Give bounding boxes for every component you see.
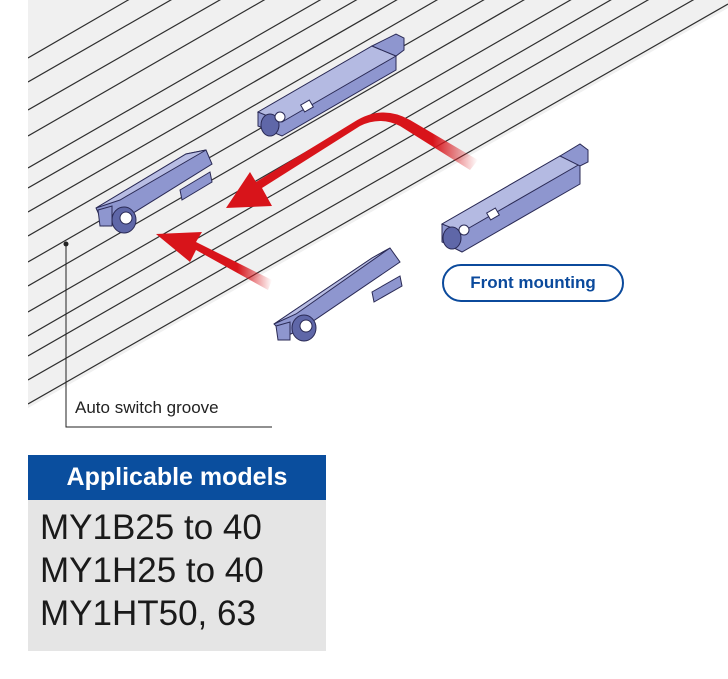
model-item: MY1B25 to 40	[40, 508, 262, 547]
spacer-installed	[95, 149, 213, 234]
arrow-front-mounting	[226, 112, 478, 208]
applicable-models-list: MY1B25 to 40 MY1H25 to 40 MY1HT50, 63	[40, 506, 264, 635]
model-item: MY1H25 to 40	[40, 551, 264, 590]
auto-switch-groove-label: Auto switch groove	[75, 398, 219, 417]
spacer-loose	[273, 247, 403, 342]
auto-switch-installed	[256, 33, 405, 137]
front-mounting-badge: Front mounting	[442, 264, 624, 302]
groove-leader-line	[63, 241, 272, 428]
model-item: MY1HT50, 63	[40, 594, 256, 633]
auto-switch-loose	[440, 143, 589, 253]
arrow-spacer-insert	[156, 232, 272, 290]
applicable-models-header: Applicable models	[28, 455, 326, 500]
